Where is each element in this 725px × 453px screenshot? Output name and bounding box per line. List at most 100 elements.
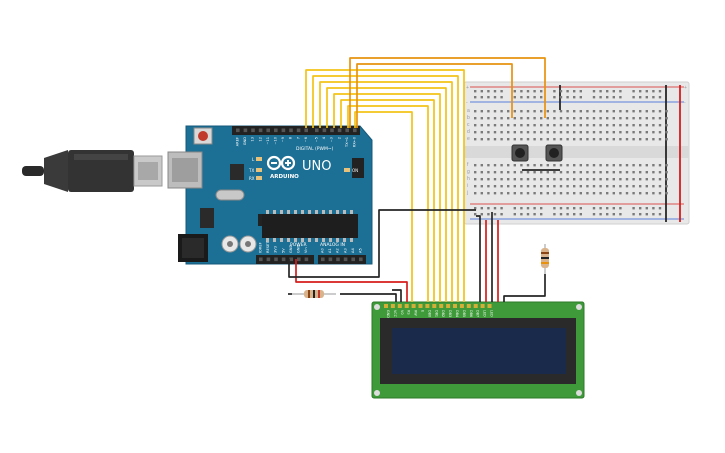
digital-pin-hole[interactable] (315, 128, 319, 133)
row-letter: g (467, 169, 470, 175)
digital-header-holes[interactable] (236, 128, 357, 133)
power-pin-label: GND (297, 245, 301, 253)
resistor-contrast[interactable] (292, 290, 336, 298)
digital-pin-hole[interactable] (337, 128, 342, 133)
digital-pin-label: 8 (289, 136, 293, 139)
lcd-pin-header[interactable] (384, 304, 492, 308)
analog-header-label: ANALOG IN (320, 242, 345, 248)
lcd-pin[interactable] (446, 304, 451, 308)
lcd-pin[interactable] (418, 304, 423, 308)
digital-pin-hole[interactable] (274, 128, 278, 133)
led-tx-label: TX (248, 168, 254, 173)
atmega-chip (262, 214, 358, 238)
pushbutton-1[interactable] (511, 144, 529, 162)
wire[interactable] (312, 75, 459, 302)
analog-pin-label: A3 (343, 248, 347, 253)
lcd-pin[interactable] (473, 304, 478, 308)
analog-pin-hole[interactable] (336, 257, 340, 262)
power-pin-hole[interactable] (289, 257, 293, 262)
digital-pin-hole[interactable] (322, 128, 327, 133)
digital-pin-hole[interactable] (296, 128, 301, 133)
wire[interactable] (326, 87, 447, 302)
rail-plus-label: + (466, 85, 469, 91)
analog-header-holes[interactable] (321, 257, 363, 262)
wire[interactable] (392, 289, 402, 302)
wire[interactable] (305, 69, 465, 302)
digital-pin-hole[interactable] (304, 128, 308, 133)
power-pin-hole[interactable] (266, 257, 271, 262)
digital-pin-hole[interactable] (330, 128, 334, 133)
led-tx (256, 168, 262, 172)
wire[interactable] (349, 57, 546, 128)
power-pin-hole[interactable] (274, 257, 278, 262)
wire[interactable] (295, 259, 408, 302)
digital-header (232, 126, 360, 135)
lcd-pin[interactable] (384, 304, 388, 308)
digital-pin-label: 12 (258, 137, 262, 142)
lcd-pin[interactable] (404, 304, 409, 308)
wire[interactable] (356, 63, 513, 128)
led-on-label: ON (352, 168, 358, 173)
lcd-pin[interactable] (459, 304, 464, 308)
wire[interactable] (333, 93, 441, 302)
digital-pin-hole[interactable] (236, 128, 240, 133)
reset-button[interactable] (193, 127, 213, 145)
usb-cable[interactable] (22, 150, 163, 192)
digital-pin-hole[interactable] (281, 128, 286, 133)
lcd-pin-label: VCC (393, 310, 397, 318)
digital-pin-hole[interactable] (251, 128, 255, 133)
digital-pin-hole[interactable] (345, 128, 349, 133)
digital-pin-label: ~9 (281, 136, 285, 142)
power-pin-hole[interactable] (304, 257, 309, 262)
power-header-holes[interactable] (259, 257, 309, 262)
power-pin-hole[interactable] (281, 257, 286, 262)
digital-pin-label: ~6 (304, 136, 308, 142)
wire[interactable] (347, 105, 429, 302)
lcd-pin-label: RW (414, 310, 418, 316)
lcd-pin[interactable] (432, 304, 437, 308)
lcd-pin[interactable] (390, 304, 395, 308)
digital-pin-hole[interactable] (289, 128, 293, 133)
wire[interactable] (340, 293, 397, 302)
pushbutton-2[interactable] (545, 144, 563, 162)
lcd-pin[interactable] (480, 304, 485, 308)
digital-pin-hole[interactable] (258, 128, 263, 133)
analog-pin-label: A1 (328, 248, 332, 253)
rail-minus-label: - (466, 100, 468, 106)
arduino-logo (266, 155, 296, 171)
rail-plus-label-right: + (684, 85, 687, 91)
resistor-button[interactable] (541, 244, 549, 274)
power-pin-label: IOREF (259, 242, 263, 253)
wire[interactable] (319, 81, 453, 302)
analog-pin-hole[interactable] (321, 257, 325, 262)
wire[interactable] (340, 99, 435, 302)
analog-pin-hole[interactable] (359, 257, 363, 262)
lcd-pin[interactable] (397, 304, 402, 308)
digital-header-label: DIGITAL (PWM~) (296, 146, 334, 152)
analog-pin-hole[interactable] (328, 257, 333, 262)
lcd-pin-label: LED (490, 310, 494, 317)
analog-pin-hole[interactable] (343, 257, 348, 262)
wire[interactable] (476, 215, 481, 302)
digital-pin-hole[interactable] (353, 128, 357, 133)
digital-pin-hole[interactable] (243, 128, 248, 133)
digital-pin-hole[interactable] (266, 128, 270, 133)
lcd-pin[interactable] (466, 304, 471, 308)
lcd-pin[interactable] (453, 304, 457, 308)
lcd-pin[interactable] (411, 304, 416, 308)
digital-pin-label: ~5 (315, 137, 319, 142)
lcd-pin[interactable] (425, 304, 430, 308)
lcd-pin[interactable] (439, 304, 444, 308)
wire[interactable] (288, 209, 476, 278)
power-pin-hole[interactable] (259, 257, 263, 262)
wire[interactable] (354, 111, 413, 302)
lcd-pin[interactable] (487, 304, 492, 308)
analog-pin-hole[interactable] (351, 257, 355, 262)
power-pin-hole[interactable] (297, 257, 301, 262)
wire[interactable] (503, 274, 546, 302)
